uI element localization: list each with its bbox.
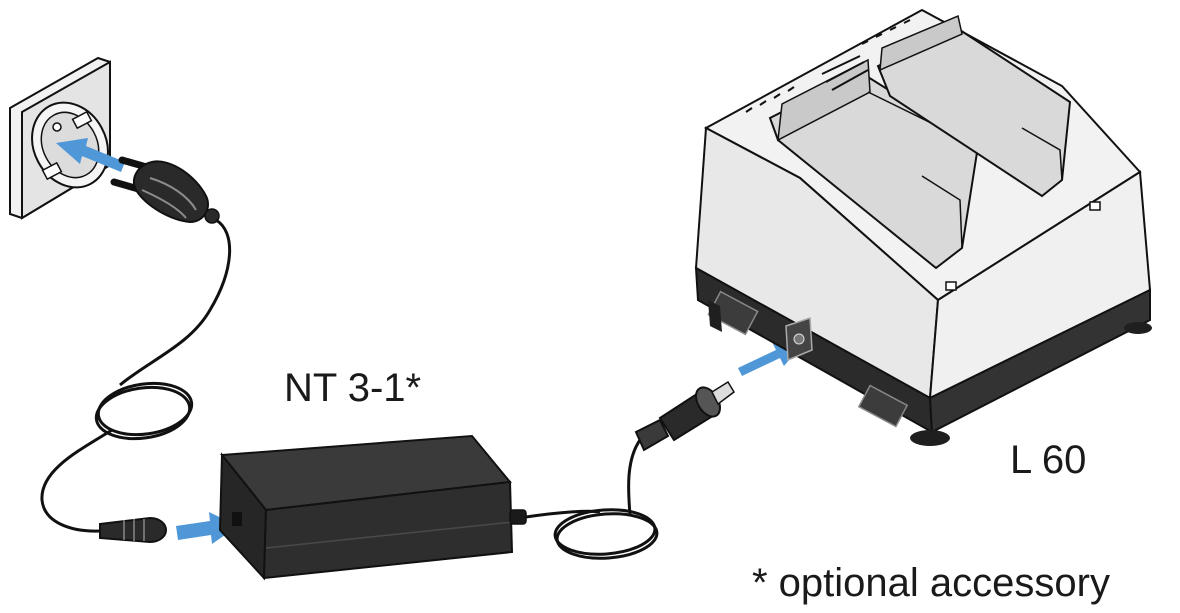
power-supply-unit (218, 434, 527, 581)
arrow-into-socket (56, 138, 125, 172)
footnote-label: * optional accessory (752, 561, 1110, 605)
power-supply-label: NT 3-1* (284, 366, 422, 410)
mains-cable (40, 218, 232, 533)
mains-plug-icon (110, 156, 220, 224)
dc-connector-icon (634, 380, 735, 452)
dc-cable (525, 439, 659, 560)
charger-label: L 60 (1010, 438, 1087, 482)
wall-socket-icon (9, 56, 111, 220)
cable-plug-left (99, 516, 168, 544)
charger-unit (694, 8, 1152, 446)
